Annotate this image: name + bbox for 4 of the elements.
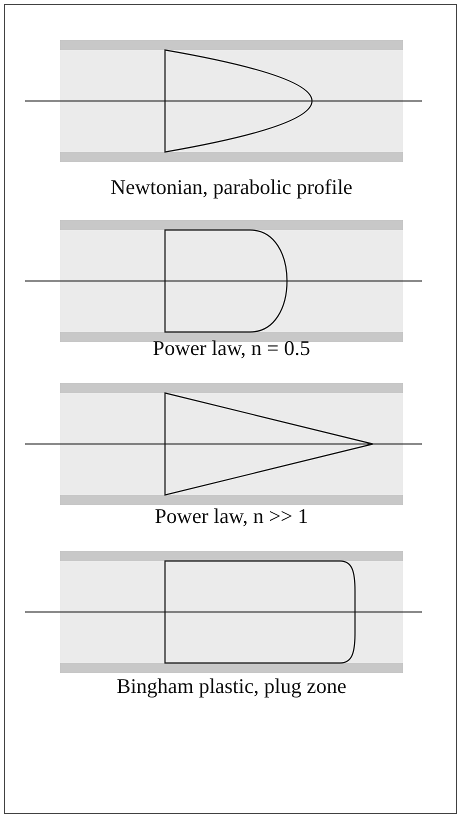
caption: Power law, n >> 1: [154, 504, 310, 529]
caption: Power law, n = 0.5: [152, 336, 312, 361]
caption: Bingham plastic, plug zone: [116, 674, 348, 699]
caption: Newtonian, parabolic profile: [110, 175, 354, 200]
